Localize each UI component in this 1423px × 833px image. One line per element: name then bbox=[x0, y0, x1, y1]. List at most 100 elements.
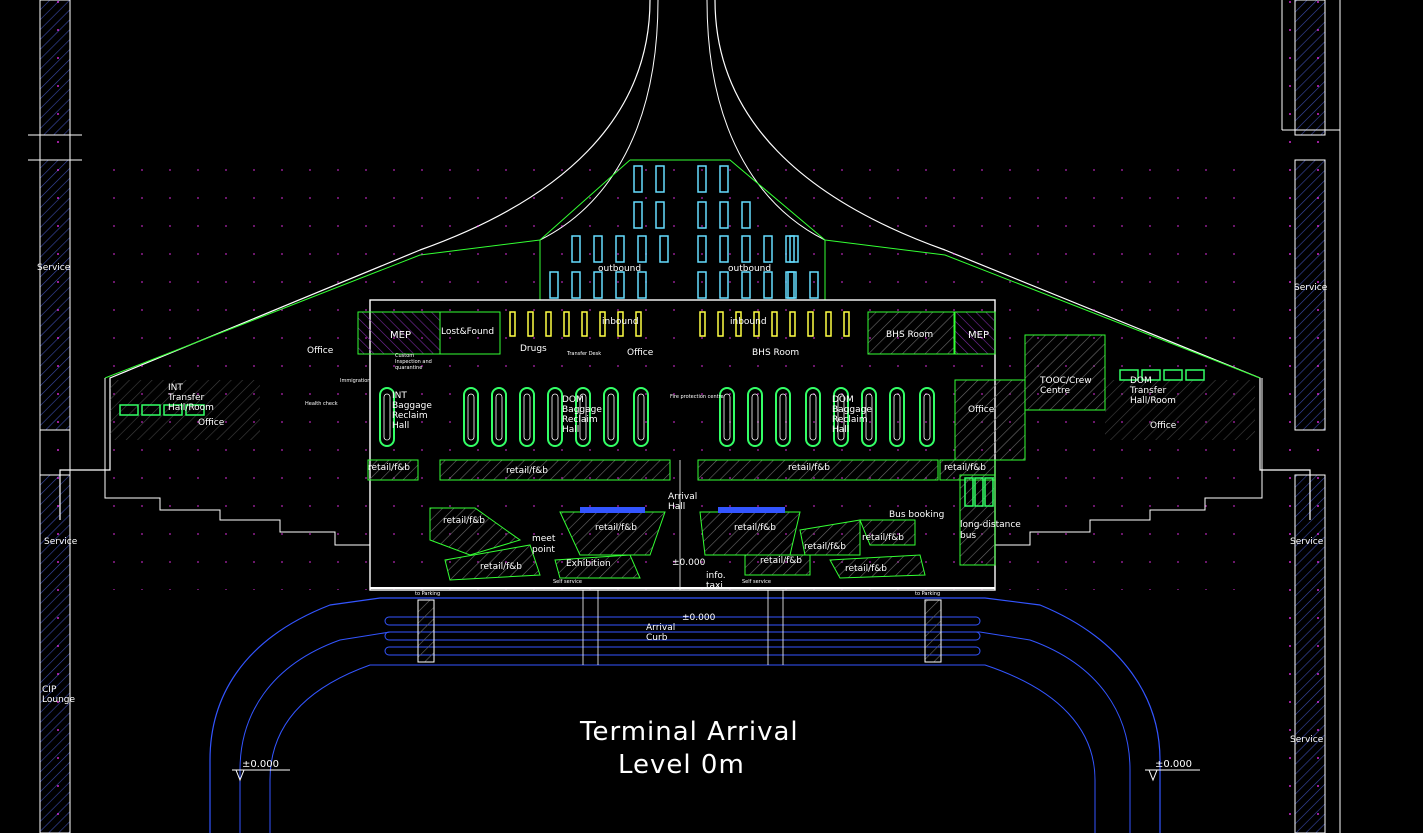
label-lost-found: Lost&Found bbox=[441, 327, 494, 337]
label-retail-5: retail/f&b bbox=[443, 516, 485, 526]
baggage-cart-50 bbox=[119, 404, 139, 416]
label-retail-1: retail/f&b bbox=[368, 463, 410, 473]
elevation-marker-right: ±0.000 bbox=[1145, 759, 1200, 782]
arrival-road bbox=[209, 590, 1161, 833]
label-bus-booking: Bus booking bbox=[889, 510, 944, 520]
label-immigration: Immigration bbox=[340, 378, 370, 384]
carousel-inner-12 bbox=[809, 393, 817, 441]
baggage-cart-41 bbox=[699, 311, 706, 337]
baggage-cart-51 bbox=[1119, 369, 1139, 381]
carousel-6 bbox=[575, 387, 591, 447]
carousel-15 bbox=[889, 387, 905, 447]
baggage-cart-56 bbox=[185, 404, 205, 416]
baggage-cart-46 bbox=[789, 311, 796, 337]
baggage-cart-2 bbox=[655, 165, 665, 193]
carousel-inner-8 bbox=[637, 393, 645, 441]
label-fire-protection: Fire protection centre bbox=[670, 394, 724, 400]
label-outbound-left: outbound bbox=[598, 264, 641, 274]
baggage-cart-21 bbox=[549, 271, 559, 299]
label-bhs-room-center: BHS Room bbox=[752, 348, 799, 358]
label-retail-7: retail/f&b bbox=[734, 523, 776, 533]
carousel-11 bbox=[775, 387, 791, 447]
baggage-cart-9 bbox=[741, 201, 751, 229]
carousel-16 bbox=[919, 387, 935, 447]
baggage-cart-48 bbox=[825, 311, 832, 337]
carousel-inner-15 bbox=[893, 393, 901, 441]
baggage-cart-60 bbox=[984, 477, 994, 507]
baggage-cart-10 bbox=[571, 235, 581, 263]
baggage-cart-13 bbox=[719, 235, 729, 263]
carousel-inner-16 bbox=[923, 393, 931, 441]
label-info-taxi: info.taxi bbox=[706, 571, 726, 591]
carousel-inner-4 bbox=[523, 393, 531, 441]
baggage-cart-14 bbox=[615, 235, 625, 263]
label-retail-3: retail/f&b bbox=[788, 463, 830, 473]
elevation-center-label: ±0.000 bbox=[672, 558, 706, 568]
carousel-5 bbox=[547, 387, 563, 447]
label-service-right-top: Service bbox=[1294, 283, 1328, 293]
label-retail-10: retail/f&b bbox=[480, 562, 522, 572]
baggage-cart-8 bbox=[719, 201, 729, 229]
baggage-carousels bbox=[379, 387, 935, 447]
label-retail-4: retail/f&b bbox=[944, 463, 986, 473]
label-service-left-top: Service bbox=[37, 263, 71, 273]
carousel-2 bbox=[463, 387, 479, 447]
carousel-inner-9 bbox=[723, 393, 731, 441]
baggage-cart-59 bbox=[974, 477, 984, 507]
baggage-cart-47 bbox=[807, 311, 814, 337]
carousel-inner-2 bbox=[467, 393, 475, 441]
baggage-cart-54 bbox=[163, 404, 183, 416]
baggage-cart-55 bbox=[1163, 369, 1183, 381]
baggage-cart-26 bbox=[741, 271, 751, 299]
baggage-cart-24 bbox=[719, 271, 729, 299]
label-exhibition: Exhibition bbox=[566, 559, 611, 569]
baggage-cart-25 bbox=[593, 271, 603, 299]
baggage-cart-32 bbox=[809, 271, 819, 299]
carousel-inner-6 bbox=[579, 393, 587, 441]
left-wing-outline bbox=[104, 378, 370, 546]
left-service-building bbox=[28, 0, 82, 833]
carousel-inner-11 bbox=[779, 393, 787, 441]
baggage-cart-29 bbox=[637, 271, 647, 299]
label-service-right-bottom: Service bbox=[1290, 735, 1324, 745]
baggage-cart-35 bbox=[545, 311, 552, 337]
baggage-cart-17 bbox=[763, 235, 773, 263]
baggage-cart-37 bbox=[581, 311, 588, 337]
baggage-cart-42 bbox=[717, 311, 724, 337]
label-office-right: Office bbox=[968, 405, 995, 415]
baggage-cart-28 bbox=[763, 271, 773, 299]
baggage-cart-27 bbox=[615, 271, 625, 299]
baggage-cart-7 bbox=[697, 201, 707, 229]
carousel-inner-13 bbox=[837, 393, 845, 441]
label-retail-11: retail/f&b bbox=[760, 556, 802, 566]
carousel-inner-10 bbox=[751, 393, 759, 441]
label-retail-8: retail/f&b bbox=[804, 542, 846, 552]
label-office-center: Office bbox=[627, 348, 654, 358]
carousel-4 bbox=[519, 387, 535, 447]
carousel-14 bbox=[861, 387, 877, 447]
baggage-cart-4 bbox=[719, 165, 729, 193]
baggage-cart-49 bbox=[843, 311, 850, 337]
elevation-left-label: ±0.000 bbox=[242, 759, 279, 770]
elevation-marker-left: ±0.000 bbox=[232, 759, 290, 782]
baggage-cart-44 bbox=[753, 311, 760, 337]
baggage-cart-53 bbox=[1141, 369, 1161, 381]
baggage-cart-52 bbox=[141, 404, 161, 416]
carousel-inner-5 bbox=[551, 393, 559, 441]
carousel-9 bbox=[719, 387, 735, 447]
carousel-inner-14 bbox=[865, 393, 873, 441]
baggage-cart-33 bbox=[509, 311, 516, 337]
baggage-cart-57 bbox=[1185, 369, 1205, 381]
baggage-cart-43 bbox=[735, 311, 742, 337]
label-health-check: Health check bbox=[305, 401, 338, 407]
